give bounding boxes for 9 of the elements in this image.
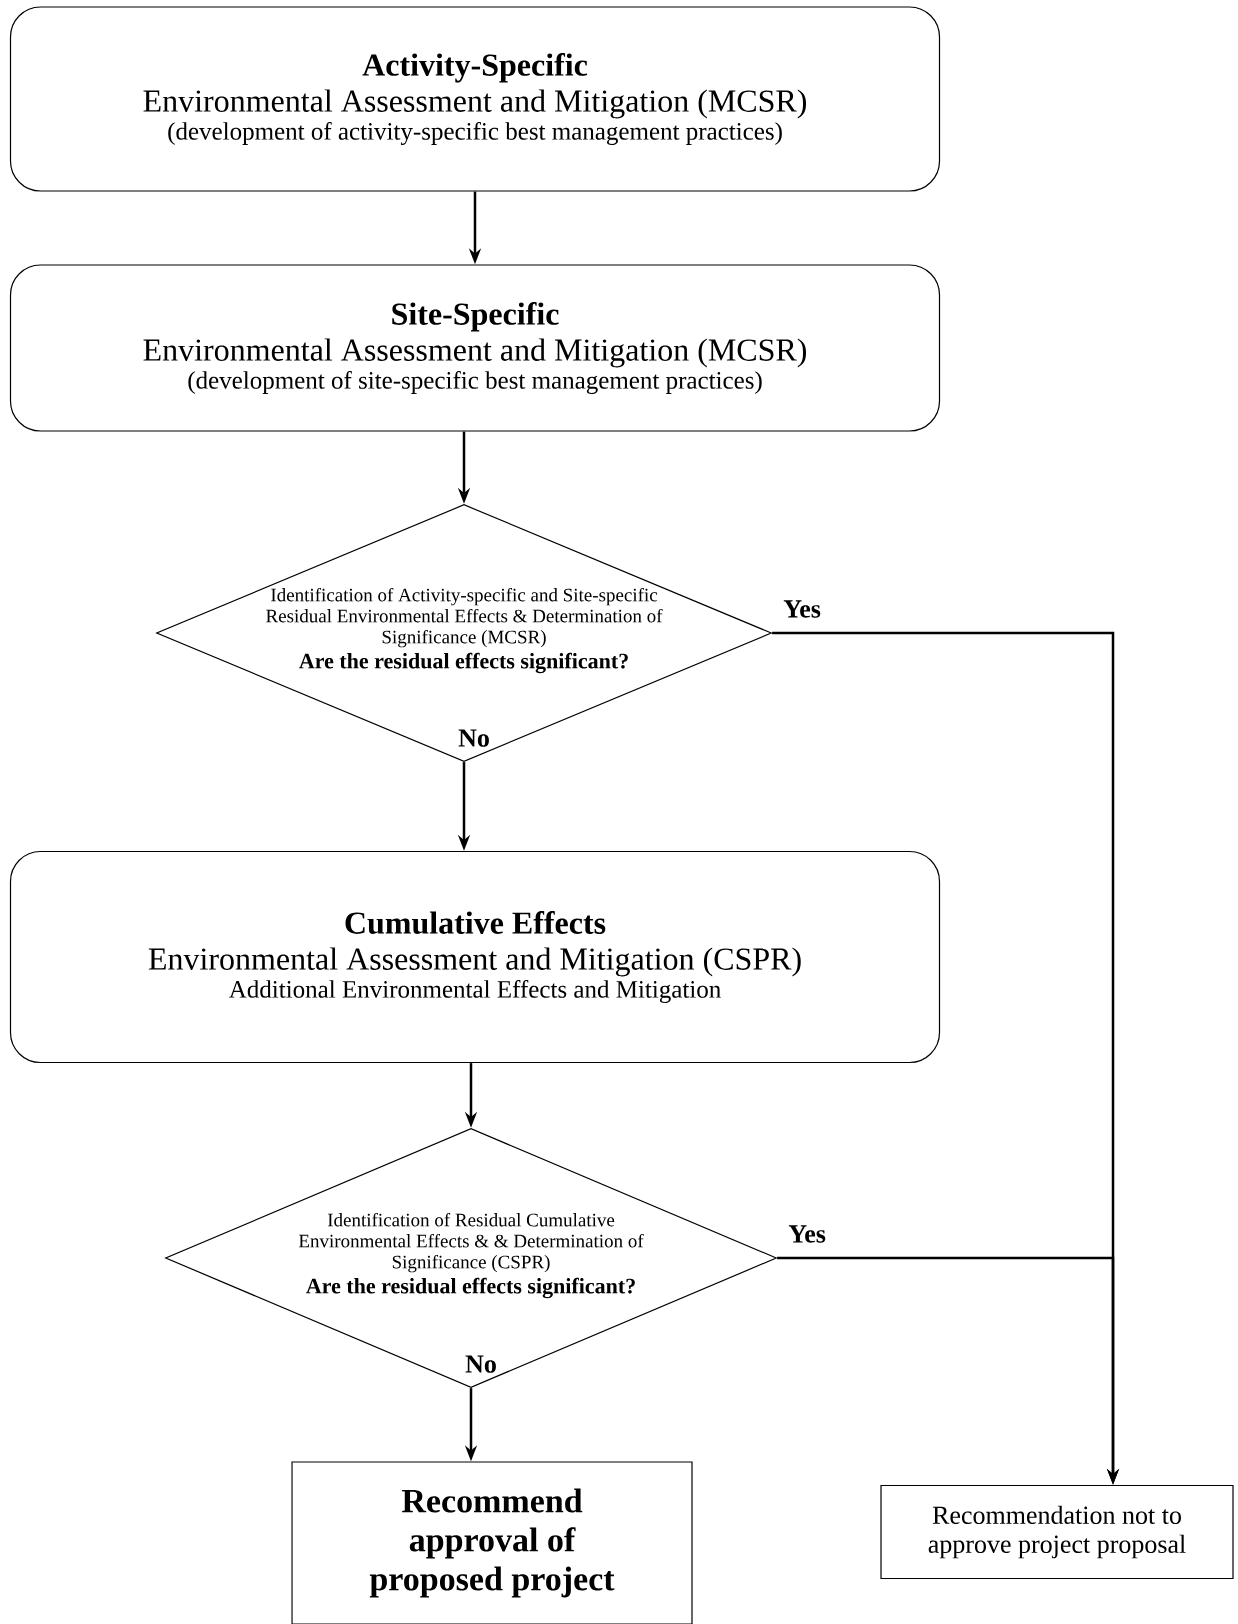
process-box: Site-Specific Environmental Assessment and Mitigation (MCSR) (development of site-specific best management practices) (9, 264, 941, 432)
process-box: Activity-Specific Environmental Assessment and Mitigation (MCSR) (development of activity-specific best management practices) (9, 6, 941, 192)
result-box: Recommend approval of proposed project (291, 1461, 693, 1624)
process-box: Cumulative Effects Environmental Assessment and Mitigation (CSPR) Additional Environmental Effects and Mitigation (9, 850, 941, 1064)
edge-label: Yes (787, 1224, 827, 1244)
edge-label: Yes (782, 599, 822, 619)
edge-label: No (457, 728, 491, 748)
edge-label: No (464, 1354, 498, 1374)
result-box: Recommendation not to approve project proposal (880, 1484, 1234, 1580)
